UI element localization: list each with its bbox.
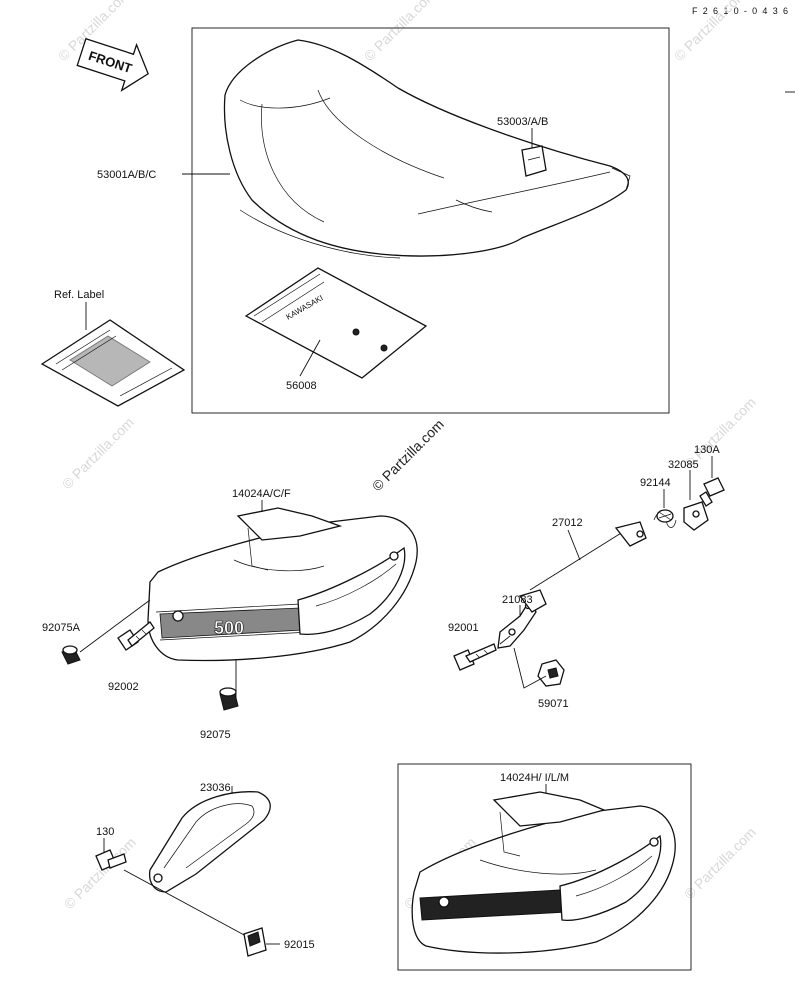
label-bolt-130a: 130A: [694, 444, 720, 456]
watermark-center: © Partzilla.com: [369, 416, 447, 494]
label-plate: 23036: [200, 782, 231, 794]
leader: [299, 339, 321, 377]
label-damper-a: 92075A: [42, 622, 81, 634]
bolt-92001: [453, 643, 497, 671]
watermark: © Partzilla.com: [59, 414, 137, 492]
bolt-92002: [117, 621, 155, 651]
nut-92015: [243, 927, 267, 957]
side-cover-upper: 500: [147, 507, 418, 662]
ref-label-sticker: [40, 319, 186, 407]
ref-label: Ref. Label: [54, 289, 104, 301]
leader: [79, 599, 151, 653]
label-bracket: 32085: [668, 459, 699, 471]
diagram-code: F2610-0436: [692, 6, 788, 16]
label-cover-upper: 14024A/C/F: [232, 488, 291, 500]
spring-92144: [653, 509, 677, 528]
lever-21083: [497, 589, 547, 649]
leader: [567, 529, 581, 561]
bracket-32085: [683, 501, 709, 531]
label-seat: 53001A/B/C: [97, 169, 156, 181]
label-bolt-92002: 92002: [108, 681, 139, 693]
damper-92075a: [61, 645, 81, 665]
front-arrow: FRONT: [76, 37, 149, 92]
cover-emblem-text: 500: [214, 618, 244, 638]
damper-92075: [219, 687, 239, 711]
bolt-130a: [699, 477, 725, 507]
watermark: © Partzilla.com: [361, 0, 439, 64]
owners-manual: KAWASAKI: [244, 267, 428, 379]
label-spring: 92144: [640, 477, 671, 489]
side-cover-lower: [411, 791, 676, 954]
seat-bracket: [521, 145, 547, 177]
seat-lock-cable: [529, 521, 647, 591]
seat: [223, 39, 631, 259]
label-bolt-92001: 92001: [448, 622, 479, 634]
label-lock: 59071: [538, 698, 569, 710]
label-damper: 92075: [200, 729, 231, 741]
label-bolt-130: 130: [96, 826, 114, 838]
label-manual: 56008: [286, 380, 317, 392]
plate-23036: [148, 791, 271, 893]
bolt-130: [95, 849, 127, 871]
leader: [513, 647, 547, 689]
label-cover-lower: 14024H/ I/L/M: [500, 772, 569, 784]
alt-cover-box: [397, 763, 692, 971]
label-seat-bracket: 53003/A/B: [497, 116, 548, 128]
seat-group-box: [191, 27, 670, 414]
watermark: © Partzilla.com: [61, 834, 139, 912]
lock-59071: [537, 659, 565, 687]
watermark: © Partzilla.com: [681, 824, 759, 902]
label-nut: 92015: [284, 939, 315, 951]
label-cable: 27012: [552, 517, 583, 529]
leader: [499, 635, 511, 645]
leader: [123, 869, 247, 937]
label-lever: 21083: [502, 594, 533, 606]
